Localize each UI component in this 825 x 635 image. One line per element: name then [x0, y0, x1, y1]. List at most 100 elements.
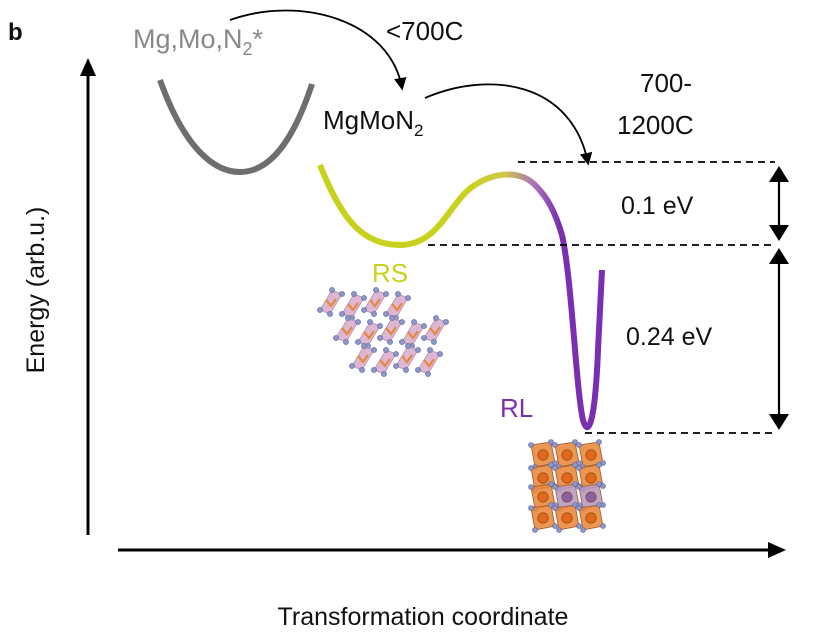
- rl-metal-atom: [537, 512, 549, 524]
- rs-nitrogen-atom: [349, 363, 355, 369]
- rl-nitrogen-atom: [576, 442, 582, 448]
- barrier-gap-label: 0.1 eV: [621, 192, 694, 220]
- rs-phase-label: RS: [372, 258, 408, 288]
- rl-metal-atom: [537, 491, 549, 503]
- rs-nitrogen-atom: [381, 371, 387, 377]
- rs-octahedron: [341, 293, 365, 319]
- rs-nitrogen-atom: [415, 367, 421, 373]
- high-temp-arrow: [424, 83, 593, 166]
- rl-metal-atom: [585, 491, 597, 503]
- rs-octahedron: [319, 289, 343, 315]
- rs-octahedron: [357, 321, 381, 347]
- rs-metal-site: [401, 354, 413, 364]
- rs-nitrogen-atom: [421, 335, 427, 341]
- rs-nitrogen-atom: [383, 291, 389, 297]
- precursor-well-curve: [157, 78, 315, 176]
- rs-nitrogen-atom: [361, 295, 367, 301]
- rl-nitrogen-atom: [596, 502, 602, 508]
- high-temp-label-line2: 1200C: [617, 110, 694, 140]
- rl-metal-atom: [585, 512, 597, 524]
- rl-nitrogen-atom: [572, 481, 578, 487]
- rs-nitrogen-atom: [405, 295, 411, 301]
- rl-nitrogen-atom: [572, 439, 578, 445]
- rl-crystal-structure: [528, 439, 606, 533]
- rs-nitrogen-atom: [403, 367, 409, 373]
- rs-octahedron: [417, 349, 441, 375]
- rs-metal-site: [347, 302, 359, 312]
- stabilization-gap-arrow: [769, 248, 789, 430]
- intermediate-subscript: 2: [414, 121, 423, 140]
- rs-nitrogen-atom: [377, 335, 383, 341]
- x-axis-arrowhead: [768, 542, 786, 558]
- rs-nitrogen-atom: [345, 315, 351, 321]
- rl-nitrogen-atom: [576, 505, 582, 511]
- rs-nitrogen-atom: [393, 351, 399, 357]
- rl-nitrogen-atom: [548, 481, 554, 487]
- rl-nitrogen-atom: [552, 465, 558, 471]
- rs-nitrogen-atom: [355, 319, 361, 325]
- rs-nitrogen-atom: [387, 339, 393, 345]
- rl-nitrogen-atom: [548, 462, 554, 468]
- x-axis-label: Transformation coordinate: [278, 603, 569, 631]
- rs-octahedron: [385, 293, 409, 319]
- barrier-gap-arrow: [769, 166, 789, 241]
- precursor-subscript: 2: [243, 39, 253, 59]
- rs-nitrogen-atom: [393, 363, 399, 369]
- rl-nitrogen-atom: [528, 442, 534, 448]
- low-temp-label: <700C: [386, 16, 463, 46]
- rs-nitrogen-atom: [329, 287, 335, 293]
- rl-nitrogen-atom: [596, 462, 602, 468]
- rs-nitrogen-atom: [355, 339, 361, 345]
- y-axis-label: Energy (arb.u.): [22, 207, 50, 374]
- axes: [80, 58, 786, 558]
- rs-metal-site: [385, 326, 397, 336]
- rl-nitrogen-atom: [576, 523, 582, 529]
- rl-metal-atom: [561, 449, 573, 461]
- rs-octahedron: [423, 317, 447, 343]
- rs-nitrogen-atom: [389, 315, 395, 321]
- rs-octahedron: [379, 317, 403, 343]
- rl-nitrogen-atom: [600, 523, 606, 529]
- rs-crystal-structure: [317, 287, 449, 377]
- barrier-curve: [473, 171, 565, 236]
- rl-nitrogen-atom: [552, 442, 558, 448]
- rs-nitrogen-atom: [351, 291, 357, 297]
- rl-nitrogen-atom: [548, 502, 554, 508]
- rs-nitrogen-atom: [367, 319, 373, 325]
- rs-nitrogen-atom: [399, 319, 405, 325]
- rs-nitrogen-atom: [415, 347, 421, 353]
- rl-nitrogen-atom: [596, 481, 602, 487]
- rs-metal-site: [369, 298, 381, 308]
- rl-nitrogen-atom: [552, 523, 558, 529]
- rs-octahedron: [395, 345, 419, 371]
- rs-nitrogen-atom: [443, 319, 449, 325]
- rs-metal-site: [407, 330, 419, 340]
- rs-nitrogen-atom: [399, 339, 405, 345]
- rs-nitrogen-atom: [373, 287, 379, 293]
- rs-nitrogen-atom: [371, 311, 377, 317]
- precursor-suffix: *: [253, 24, 264, 54]
- rs-nitrogen-atom: [361, 307, 367, 313]
- rs-nitrogen-atom: [433, 315, 439, 321]
- rs-nitrogen-atom: [339, 291, 345, 297]
- panel-label: b: [8, 19, 23, 46]
- rs-nitrogen-atom: [317, 307, 323, 313]
- rs-nitrogen-atom: [411, 319, 417, 325]
- rl-nitrogen-atom: [552, 484, 558, 490]
- rs-nitrogen-atom: [371, 347, 377, 353]
- rs-nitrogen-atom: [425, 371, 431, 377]
- stabilization-gap-label: 0.24 eV: [626, 323, 713, 351]
- rs-nitrogen-atom: [431, 339, 437, 345]
- rl-metal-atom: [561, 472, 573, 484]
- rl-metal-atom: [561, 512, 573, 524]
- precursor-label: Mg,Mo,N2*: [133, 24, 264, 59]
- rs-nitrogen-atom: [383, 311, 389, 317]
- rs-nitrogen-atom: [377, 323, 383, 329]
- rs-nitrogen-atom: [343, 339, 349, 345]
- rs-nitrogen-atom: [361, 343, 367, 349]
- rl-nitrogen-atom: [548, 439, 554, 445]
- y-axis-arrowhead: [80, 58, 96, 76]
- rl-nitrogen-atom: [576, 484, 582, 490]
- rl-nitrogen-atom: [532, 527, 538, 533]
